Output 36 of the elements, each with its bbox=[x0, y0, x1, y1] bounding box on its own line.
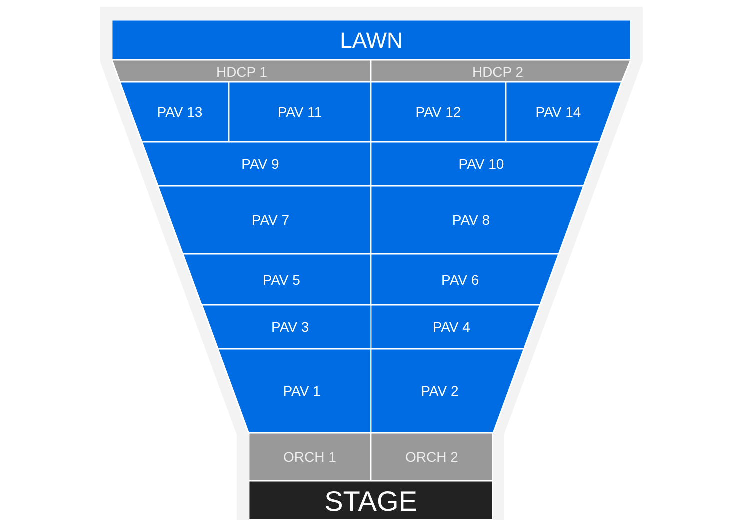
seating-section bbox=[142, 142, 371, 186]
section-name: PAV 14 bbox=[536, 105, 582, 119]
stage-block bbox=[249, 481, 493, 520]
seating-section bbox=[371, 186, 584, 254]
seating-section bbox=[218, 349, 371, 433]
section-name: PAV 10 bbox=[458, 157, 504, 171]
section-name: PAV 6 bbox=[442, 272, 480, 286]
section-name: PAV 4 bbox=[432, 320, 470, 334]
section-name: ORCH 1 bbox=[284, 450, 336, 464]
lawn-section bbox=[112, 20, 631, 60]
section-name: LAWN bbox=[340, 30, 403, 52]
section-name: PAV 13 bbox=[157, 105, 203, 119]
section-name: PAV 8 bbox=[452, 213, 490, 227]
stage-label: STAGE bbox=[324, 488, 418, 516]
seating-section bbox=[371, 82, 506, 142]
seating-section bbox=[120, 82, 229, 142]
section-name: HDCP 1 bbox=[216, 65, 268, 79]
seating-section bbox=[158, 186, 371, 254]
section-name: PAV 12 bbox=[416, 105, 462, 119]
section-name: PAV 3 bbox=[272, 320, 310, 334]
seating-section bbox=[371, 305, 540, 349]
section-name: PAV 1 bbox=[283, 384, 321, 398]
section-name: PAV 2 bbox=[421, 384, 459, 398]
seating-section bbox=[371, 349, 524, 433]
section-name: HDCP 2 bbox=[472, 65, 524, 79]
section-name: PAV 11 bbox=[278, 105, 322, 119]
seating-section bbox=[229, 82, 371, 142]
seating-section bbox=[202, 305, 371, 349]
seating-section bbox=[371, 254, 560, 305]
seating-section bbox=[182, 254, 371, 305]
seating-section bbox=[371, 142, 600, 186]
section-name: ORCH 2 bbox=[406, 450, 458, 464]
section-name: PAV 7 bbox=[252, 213, 290, 227]
section-name: PAV 5 bbox=[262, 272, 300, 286]
section-name: PAV 9 bbox=[242, 157, 280, 171]
seating-section bbox=[506, 82, 622, 142]
